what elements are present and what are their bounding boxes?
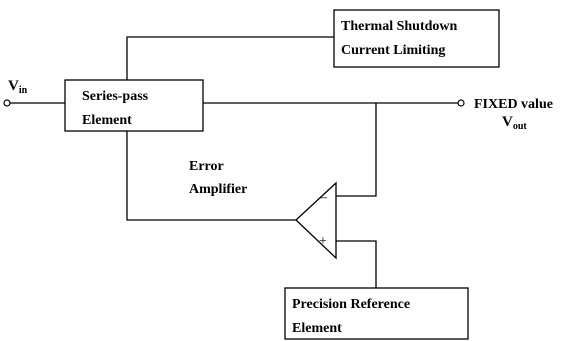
precision-reference-element-label: Element (292, 321, 342, 336)
error-label: Error (189, 159, 224, 174)
opamp-triangle (295, 181, 337, 260)
precision-reference-block: Precision Reference Element (284, 287, 469, 340)
vin-main: V (8, 78, 19, 94)
wire-error-output (126, 131, 296, 221)
series-pass-box (64, 79, 204, 132)
thermal-shutdown-label: Thermal Shutdown (341, 19, 458, 34)
thermal-shutdown-box (333, 9, 500, 68)
opamp-inverting-sign: – (319, 190, 328, 205)
vout-terminal-circle (457, 99, 465, 107)
series-pass-label: Series-pass (82, 89, 149, 104)
wires (10, 36, 458, 288)
vin-sub: in (19, 85, 28, 96)
vin-label: Vin (8, 78, 28, 96)
wire-reference (336, 240, 377, 288)
thermal-shutdown-block: Thermal Shutdown Current Limiting (333, 9, 500, 68)
wire-to-thermal (126, 36, 334, 80)
precision-reference-label: Precision Reference (292, 297, 410, 312)
error-amplifier: – + Error Amplifier (189, 159, 337, 260)
precision-reference-box (284, 287, 469, 340)
vout-main: V (502, 114, 513, 130)
vout-label: Vout (502, 114, 527, 132)
fixed-value-label: FIXED value (474, 97, 553, 112)
vout-sub: out (513, 121, 528, 132)
current-limiting-label: Current Limiting (341, 43, 445, 58)
vout-terminal: FIXED value Vout (457, 97, 553, 132)
vin-terminal-circle (3, 99, 11, 107)
vin-terminal: Vin (3, 78, 28, 107)
series-pass-block: Series-pass Element (64, 79, 204, 132)
amplifier-label: Amplifier (189, 182, 247, 197)
opamp-noninverting-sign: + (319, 234, 327, 249)
wire-feedback (336, 103, 377, 197)
series-pass-element-label: Element (82, 113, 132, 128)
